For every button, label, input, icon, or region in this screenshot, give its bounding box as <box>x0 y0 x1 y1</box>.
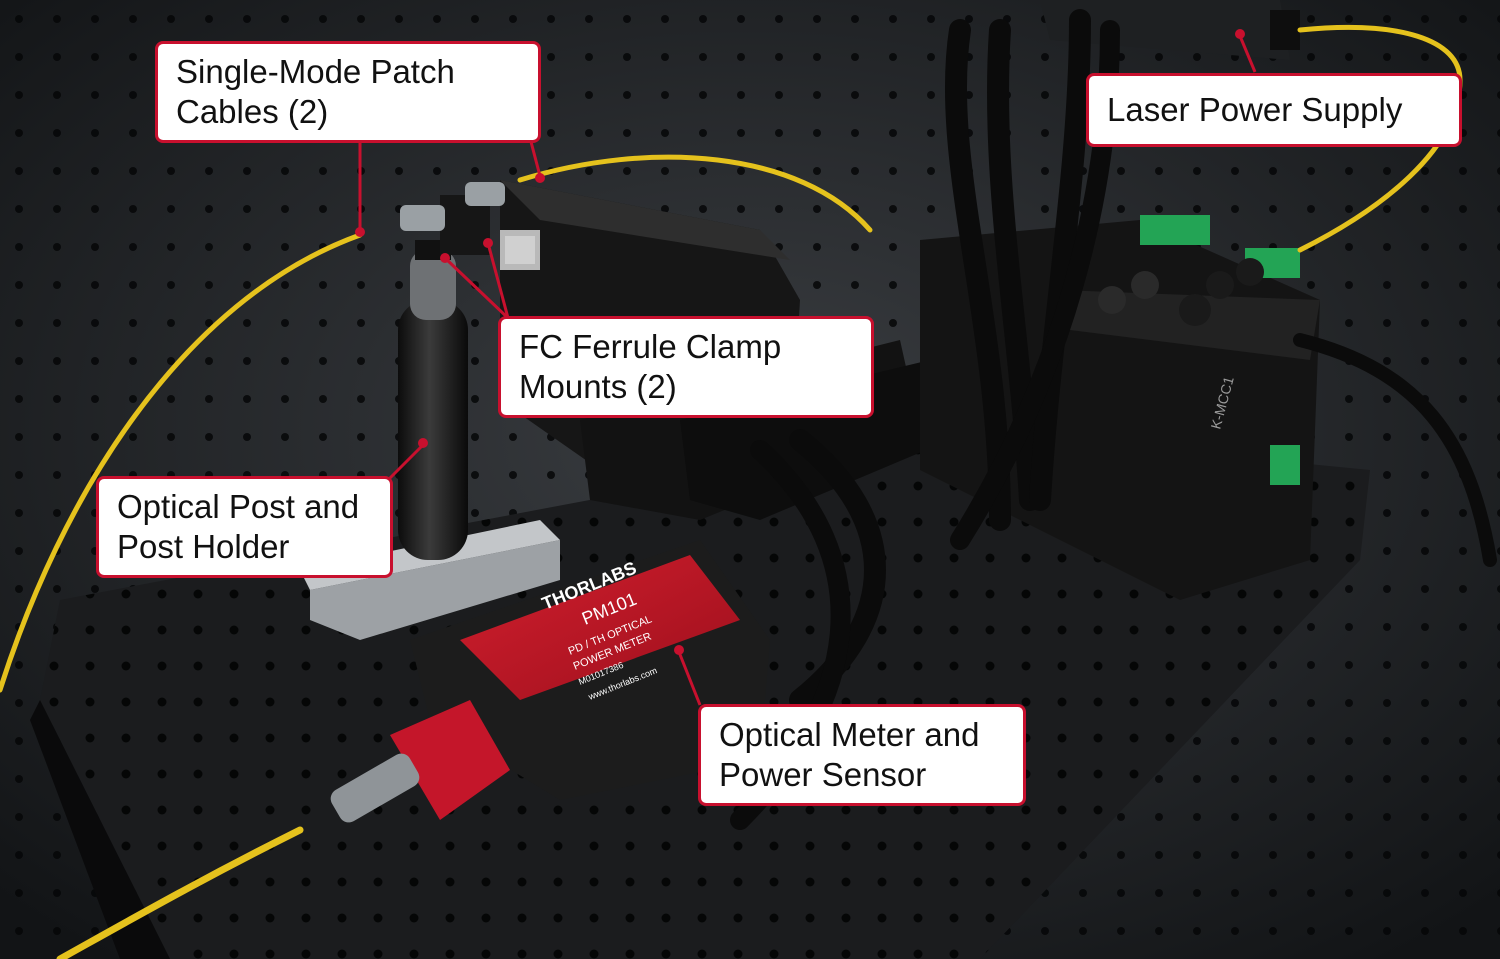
callout-laser-supply-line1: Laser Power Supply <box>1107 91 1403 128</box>
optical-post <box>300 240 560 640</box>
callout-optical-post-line1: Optical Post and <box>117 488 360 525</box>
callout-power-meter-line2: Power Sensor <box>719 756 927 793</box>
callout-optical-post-line2: Post Holder <box>117 528 290 565</box>
callout-optical-post: Optical Post and Post Holder <box>96 476 393 578</box>
callout-ferrule-mounts-line1: FC Ferrule Clamp <box>519 328 782 365</box>
leader-dots <box>355 29 1245 655</box>
leader-lines <box>358 35 1257 706</box>
callout-ferrule-mounts-line2: Mounts (2) <box>519 368 677 405</box>
callout-patch-cables: Single-Mode Patch Cables (2) <box>155 41 541 143</box>
callout-power-meter-line1: Optical Meter and <box>719 716 980 753</box>
callout-ferrule-mounts: FC Ferrule Clamp Mounts (2) <box>498 316 874 418</box>
callout-patch-cables-line1: Single-Mode Patch <box>176 53 455 90</box>
ferrule-clamp-mounts <box>400 182 505 255</box>
callout-power-meter: Optical Meter and Power Sensor <box>698 704 1026 806</box>
callout-laser-supply: Laser Power Supply <box>1086 73 1462 147</box>
callout-patch-cables-line2: Cables (2) <box>176 93 329 130</box>
power-meter: THORLABS PM101 PD / TH OPTICAL POWER MET… <box>330 540 770 823</box>
laser-power-supply-box <box>1040 0 1300 60</box>
